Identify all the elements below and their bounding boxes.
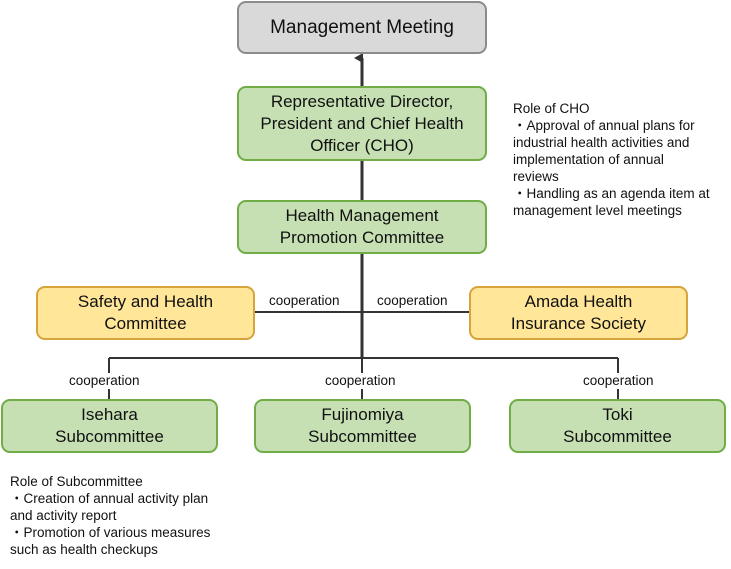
cho-label: Representative Director, President and C… — [260, 91, 464, 155]
cooperation-label-right: cooperation — [377, 293, 448, 309]
toki-label: Toki Subcommittee — [563, 405, 672, 446]
safety-committee-box: Safety and Health Committee — [36, 286, 255, 340]
health-committee-box: Health Management Promotion Committee — [237, 200, 487, 254]
management-meeting-label: Management Meeting — [270, 16, 454, 38]
management-meeting-box: Management Meeting — [237, 1, 487, 54]
cho-role-note: Role of CHO ・Approval of annual plans fo… — [513, 101, 710, 218]
fujinomiya-label: Fujinomiya Subcommittee — [308, 405, 417, 446]
cooperation-label-left: cooperation — [269, 293, 340, 309]
isehara-label: Isehara Subcommittee — [55, 405, 164, 446]
isehara-box: Isehara Subcommittee — [1, 399, 218, 453]
cooperation-label-isehara: cooperation — [69, 373, 140, 389]
insurance-society-box: Amada Health Insurance Society — [469, 286, 688, 340]
insurance-society-label: Amada Health Insurance Society — [510, 292, 647, 333]
toki-box: Toki Subcommittee — [509, 399, 726, 453]
safety-committee-label: Safety and Health Committee — [77, 292, 214, 333]
cooperation-label-fujinomiya: cooperation — [325, 373, 396, 389]
subcommittee-role-note: Role of Subcommittee ・Creation of annual… — [10, 474, 211, 557]
cho-box: Representative Director, President and C… — [237, 86, 487, 161]
health-committee-label: Health Management Promotion Committee — [279, 206, 445, 247]
fujinomiya-box: Fujinomiya Subcommittee — [254, 399, 471, 453]
cooperation-label-toki: cooperation — [583, 373, 654, 389]
